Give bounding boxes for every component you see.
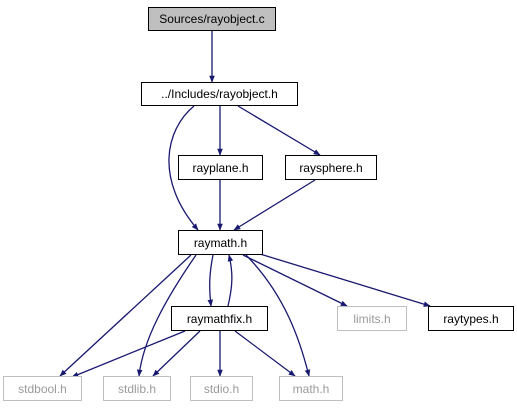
node-rayplane-h[interactable]: rayplane.h (178, 155, 263, 180)
edge-raymath-h-to-raymathfix-h (207, 254, 214, 307)
node-stdbool-h: stdbool.h (3, 376, 82, 401)
edge-raymathfix-h-to-math-h (234, 330, 296, 377)
edge-raymath-h-to-raytypes-h (259, 253, 431, 307)
node-sources-rayobject-c: Sources/rayobject.c (148, 7, 276, 31)
node-stdio-h: stdio.h (190, 376, 253, 401)
edge-raymathfix-h-to-stdbool-h (71, 330, 186, 378)
node-label: math.h (292, 381, 330, 396)
node-includes-rayobject-h[interactable]: ../Includes/rayobject.h (141, 82, 298, 106)
edge-raymathfix-h-to-raymath-h (227, 254, 234, 307)
edge-rayobject-h-to-raysphere-h (237, 105, 321, 156)
node-label: raymath.h (193, 235, 248, 250)
node-stdlib-h: stdlib.h (103, 376, 171, 401)
node-label: stdlib.h (117, 381, 157, 396)
edge-raymath-h-to-stdlib-h (136, 254, 197, 377)
node-label: limits.h (353, 311, 391, 326)
node-limits-h: limits.h (337, 306, 407, 331)
edge-raymathfix-h-to-stdlib-h (152, 330, 201, 377)
node-label: ../Includes/rayobject.h (161, 87, 278, 101)
node-raymath-h[interactable]: raymath.h (178, 230, 263, 255)
node-label: stdbool.h (18, 381, 67, 396)
edge-raymath-h-to-math-h (245, 254, 311, 377)
node-label: raysphere.h (299, 160, 363, 175)
node-label: stdio.h (203, 381, 240, 396)
node-label: raymathfix.h (186, 311, 253, 326)
edge-raymath-h-to-stdbool-h (59, 254, 192, 377)
node-label: rayplane.h (192, 160, 249, 175)
node-label: Sources/rayobject.c (159, 12, 265, 26)
node-math-h: math.h (279, 376, 343, 401)
node-raymathfix-h[interactable]: raymathfix.h (171, 306, 268, 331)
edge-raymath-h-to-limits-h (242, 254, 348, 307)
edge-raysphere-h-to-raymath-h (233, 179, 316, 231)
node-raysphere-h[interactable]: raysphere.h (285, 155, 377, 180)
node-raytypes-h[interactable]: raytypes.h (428, 306, 514, 331)
edge-rayobject-h-to-raymath-h (168, 105, 199, 231)
node-label: raytypes.h (443, 311, 499, 326)
